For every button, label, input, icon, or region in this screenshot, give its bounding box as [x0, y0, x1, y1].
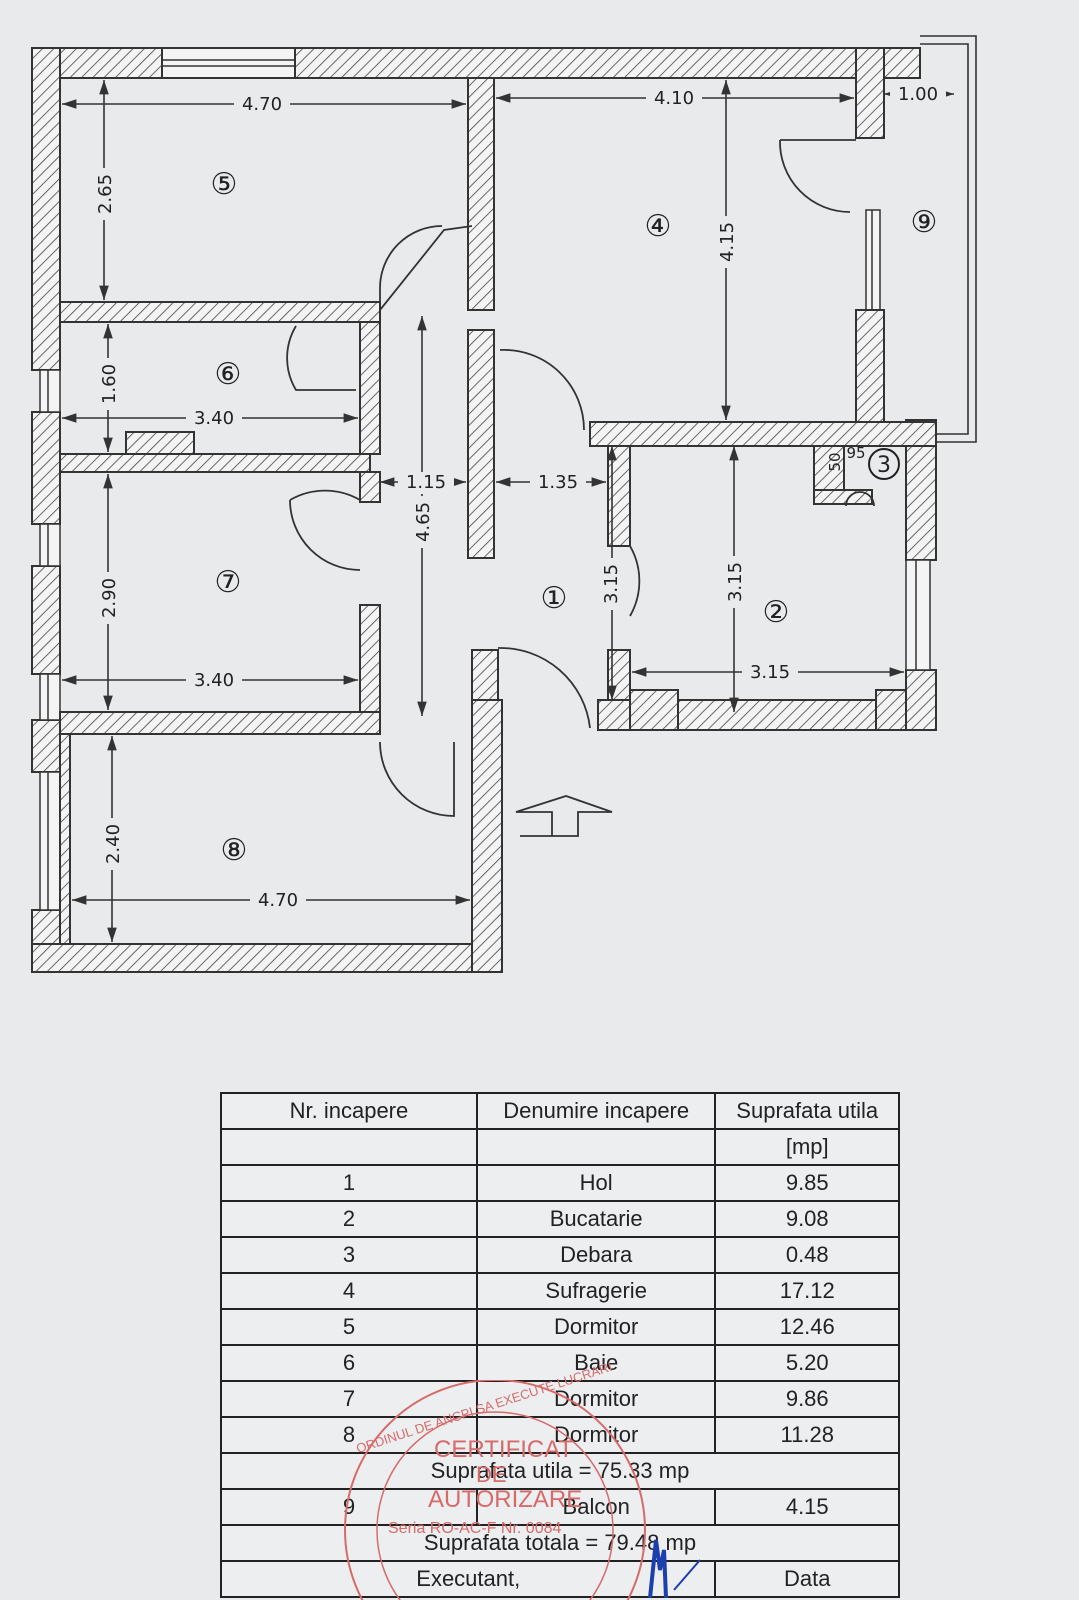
dim-r3-b: 95 — [846, 444, 865, 462]
row-nr: 4 — [220, 1272, 478, 1310]
row-name: Dormitor — [475, 1380, 717, 1418]
dim-r8-height: 2.40 — [103, 824, 124, 864]
dim-r7-height: 2.90 — [99, 578, 120, 618]
row-name: Baie — [475, 1344, 717, 1382]
balcony-area: 4.15 — [714, 1488, 900, 1526]
room-number-4: ④ — [645, 209, 672, 244]
dim-r1-height: 3.15 — [601, 564, 622, 604]
balcony-outline — [855, 35, 977, 443]
row-nr: 8 — [220, 1416, 478, 1454]
table-unit-row: [mp] — [220, 1128, 900, 1166]
room-number-6: ⑥ — [215, 357, 242, 392]
row-nr: 3 — [220, 1236, 478, 1274]
doors — [286, 139, 875, 817]
dim-r4-height: 4.15 — [717, 222, 738, 262]
row-nr: 2 — [220, 1200, 478, 1238]
room-number-9: ⑨ — [911, 205, 938, 240]
row-area: 12.46 — [714, 1308, 900, 1346]
room-number-1: ① — [541, 581, 568, 616]
row-nr: 7 — [220, 1380, 478, 1418]
table-header-row: Nr. incapere Denumire incapere Suprafata… — [220, 1092, 900, 1130]
dim-r2-height: 3.15 — [725, 562, 746, 602]
signature — [648, 1539, 701, 1599]
entry-arrow-icon — [515, 795, 613, 837]
floor-plan: 4.70 2.65 4.10 4.15 1.00 1.60 3.40 1.15 … — [31, 35, 977, 973]
dim-r2-width: 3.15 — [750, 662, 790, 683]
grand-total-row: Suprafata totala = 79.48 mp — [220, 1524, 900, 1562]
row-name: Hol — [475, 1164, 717, 1202]
room-numbers: ① ② 3 ④ ⑤ ⑥ ⑦ ⑧ ⑨ — [211, 167, 938, 868]
dim-r9-width: 1.00 — [898, 84, 938, 105]
header-room-name: Denumire incapere — [475, 1092, 717, 1130]
row-area: 9.86 — [714, 1380, 900, 1418]
room-number-8: ⑧ — [221, 833, 248, 868]
footer-row: Executant,Data — [219, 1560, 900, 1598]
dim-hall-length: 4.65 — [413, 502, 434, 542]
balcony-name: Balcon — [475, 1488, 717, 1526]
row-name: Bucatarie — [475, 1200, 717, 1238]
row-area: 5.20 — [714, 1344, 900, 1382]
dimension-lines — [62, 80, 954, 942]
row-area: 9.85 — [714, 1164, 900, 1202]
room-number-2: ② — [763, 595, 790, 630]
grand-total: Suprafata totala = 79.48 mp — [220, 1524, 900, 1562]
row-nr: 1 — [220, 1164, 478, 1202]
room-number-5: ⑤ — [211, 167, 238, 202]
row-nr: 5 — [220, 1308, 478, 1346]
row-area: 0.48 — [714, 1236, 900, 1274]
dim-r6-width: 3.40 — [194, 408, 234, 429]
row-area: 9.08 — [714, 1200, 900, 1238]
dim-r8-width: 4.70 — [258, 890, 298, 911]
row-nr: 6 — [220, 1344, 478, 1382]
room-area-table: Nr. incapere Denumire incapere Suprafata… — [219, 1092, 900, 1598]
useful-total: Suprafata utila = 75.33 mp — [220, 1452, 900, 1490]
dim-r5-width: 4.70 — [242, 94, 282, 115]
dim-hall-width-2: 1.35 — [538, 472, 578, 493]
row-area: 17.12 — [714, 1272, 900, 1310]
useful-total-row: Suprafata utila = 75.33 mp — [220, 1452, 900, 1490]
dim-r3-a: 50 — [826, 452, 844, 471]
header-useful-area: Suprafata utila — [714, 1092, 900, 1130]
row-name: Dormitor — [475, 1308, 717, 1346]
room-number-3: 3 — [877, 453, 891, 478]
dim-r6-height: 1.60 — [99, 364, 120, 404]
row-area: 11.28 — [714, 1416, 900, 1454]
dim-r5-height: 2.65 — [95, 174, 116, 214]
balcony-nr: 9 — [220, 1488, 478, 1526]
row-name: Dormitor — [475, 1416, 717, 1454]
dim-hall-width-1: 1.15 — [406, 472, 446, 493]
date-label: Data — [714, 1560, 900, 1598]
row-name: Debara — [475, 1236, 717, 1274]
header-room-number: Nr. incapere — [220, 1092, 478, 1130]
unit-label: [mp] — [714, 1128, 900, 1166]
room-number-7: ⑦ — [215, 565, 242, 600]
dim-r4-width: 4.10 — [654, 88, 694, 109]
dim-r7-width: 3.40 — [194, 670, 234, 691]
row-name: Sufragerie — [475, 1272, 717, 1310]
